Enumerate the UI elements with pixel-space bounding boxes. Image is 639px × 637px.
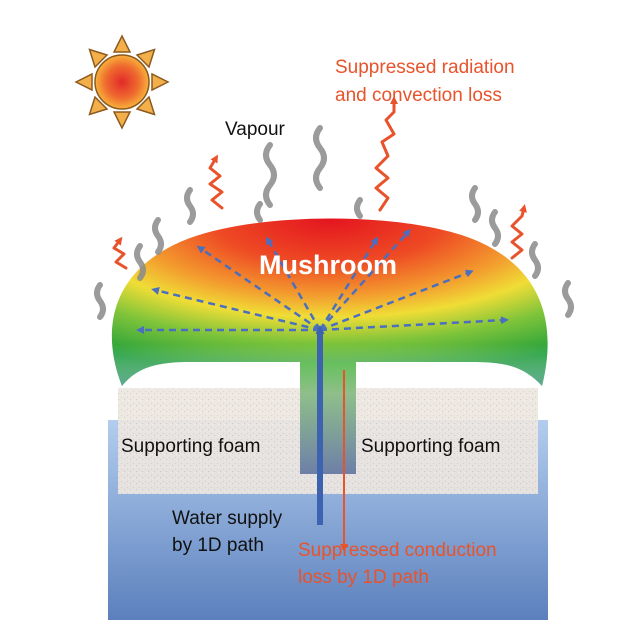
foam-label-right: Supporting foam: [361, 436, 500, 457]
suppressed-radiation-label-line2: and convection loss: [335, 85, 502, 106]
conduction-loss-label-line1: Suppressed conduction: [298, 540, 497, 561]
vapour-label: Vapour: [225, 119, 286, 140]
water-supply-label-line1: Water supply: [172, 508, 283, 529]
suppressed-radiation-label-line1: Suppressed radiation: [335, 57, 515, 78]
radiation-loss-arrows: [112, 96, 527, 270]
foam-label-left: Supporting foam: [121, 436, 260, 457]
water-supply-label-line2: by 1D path: [172, 535, 264, 556]
mushroom-label: Mushroom: [259, 250, 397, 280]
vapour-wisps: [94, 125, 574, 320]
mushroom-stem: [300, 350, 356, 474]
sun-icon: [74, 34, 170, 130]
capillary-flow-arrows: [136, 229, 509, 334]
conduction-loss-label-line2: loss by 1D path: [298, 567, 429, 588]
